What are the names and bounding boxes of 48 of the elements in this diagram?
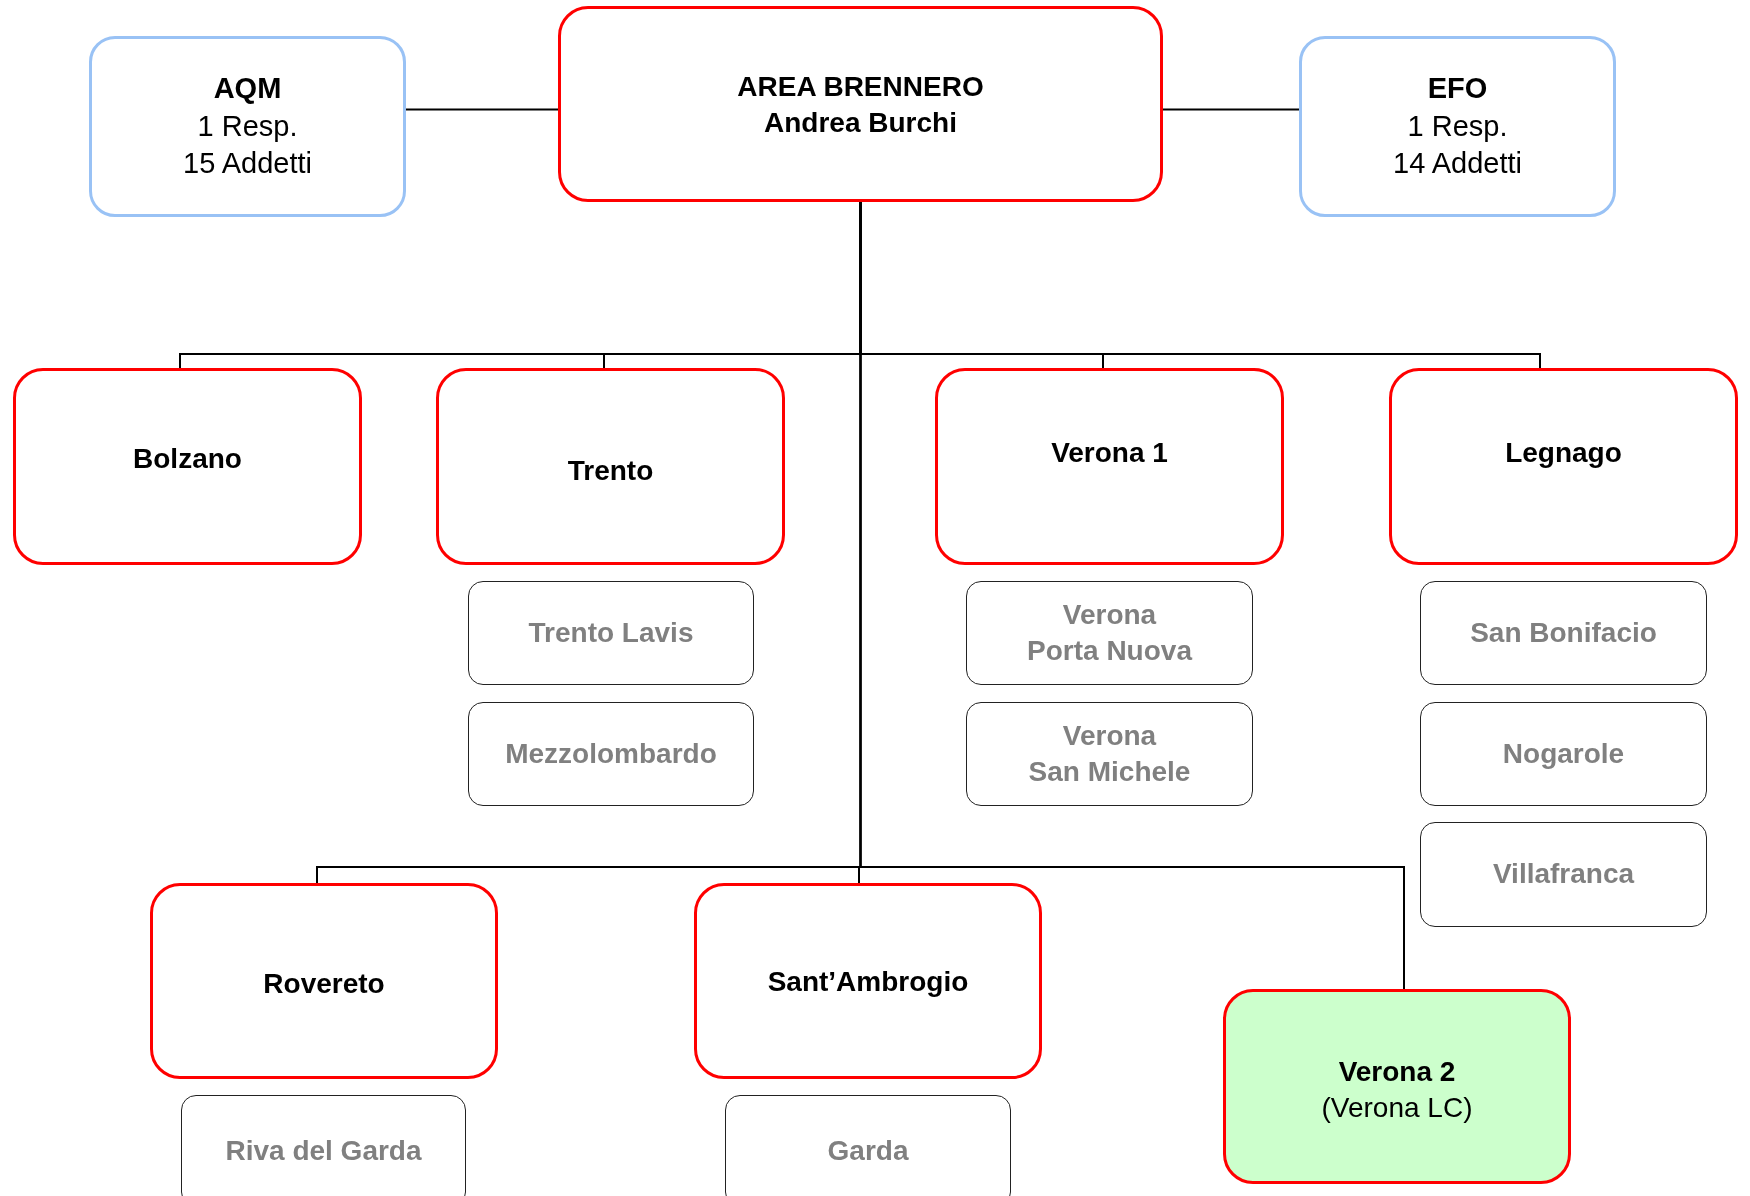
unit-name: Garda xyxy=(827,1133,909,1168)
branch-box xyxy=(966,702,1253,806)
branch-box xyxy=(468,702,754,806)
staff-box xyxy=(1299,36,1616,217)
unit-detail: San Michele xyxy=(1028,755,1191,789)
branch-box xyxy=(1420,822,1707,927)
unit-box xyxy=(1389,368,1738,565)
connector-line xyxy=(405,108,559,111)
unit-name: Trento Lavis xyxy=(528,615,694,650)
unit-name: Verona xyxy=(1062,718,1157,753)
branch-box xyxy=(966,581,1253,685)
unit-detail: Andrea Burchi xyxy=(764,106,957,141)
unit-box xyxy=(694,883,1042,1079)
unit-name: AREA BRENNERO xyxy=(737,70,984,104)
unit-name: Rovereto xyxy=(263,967,385,1001)
unit-detail: 1 Resp. xyxy=(197,108,298,144)
connector-line xyxy=(1162,108,1300,111)
unit-box xyxy=(558,6,1163,202)
unit-name: AQM xyxy=(213,70,282,106)
unit-name: Mezzolombardo xyxy=(505,736,717,771)
unit-detail: 15 Addetti xyxy=(183,146,312,182)
unit-detail: 14 Addetti xyxy=(1393,146,1522,182)
unit-detail: 1 Resp. xyxy=(1407,108,1508,144)
unit-name: Riva del Garda xyxy=(225,1133,422,1168)
unit-name: Trento xyxy=(567,454,654,488)
unit-box xyxy=(13,368,362,565)
branch-box xyxy=(725,1095,1011,1196)
unit-detail: Porta Nuova xyxy=(1027,634,1192,668)
branch-box xyxy=(468,581,754,685)
branch-box xyxy=(181,1095,466,1196)
unit-detail: (Verona LC) xyxy=(1321,1091,1473,1126)
unit-name: Legnago xyxy=(1505,436,1622,470)
unit-name: Bolzano xyxy=(133,442,242,476)
unit-name: Verona 2 xyxy=(1338,1055,1456,1089)
unit-name: EFO xyxy=(1427,70,1488,106)
unit-box xyxy=(1223,989,1571,1184)
unit-box xyxy=(150,883,498,1079)
unit-name: Verona 1 xyxy=(1051,436,1168,470)
staff-box xyxy=(89,36,406,217)
unit-name: Verona xyxy=(1062,597,1157,632)
branch-box xyxy=(1420,581,1707,685)
branch-box xyxy=(1420,702,1707,806)
unit-name: San Bonifacio xyxy=(1470,615,1657,650)
unit-name: Nogarole xyxy=(1502,736,1625,771)
unit-box xyxy=(935,368,1284,565)
unit-name: Sant’Ambrogio xyxy=(767,965,969,999)
unit-name: Villafranca xyxy=(1492,857,1635,892)
unit-box xyxy=(436,368,785,565)
